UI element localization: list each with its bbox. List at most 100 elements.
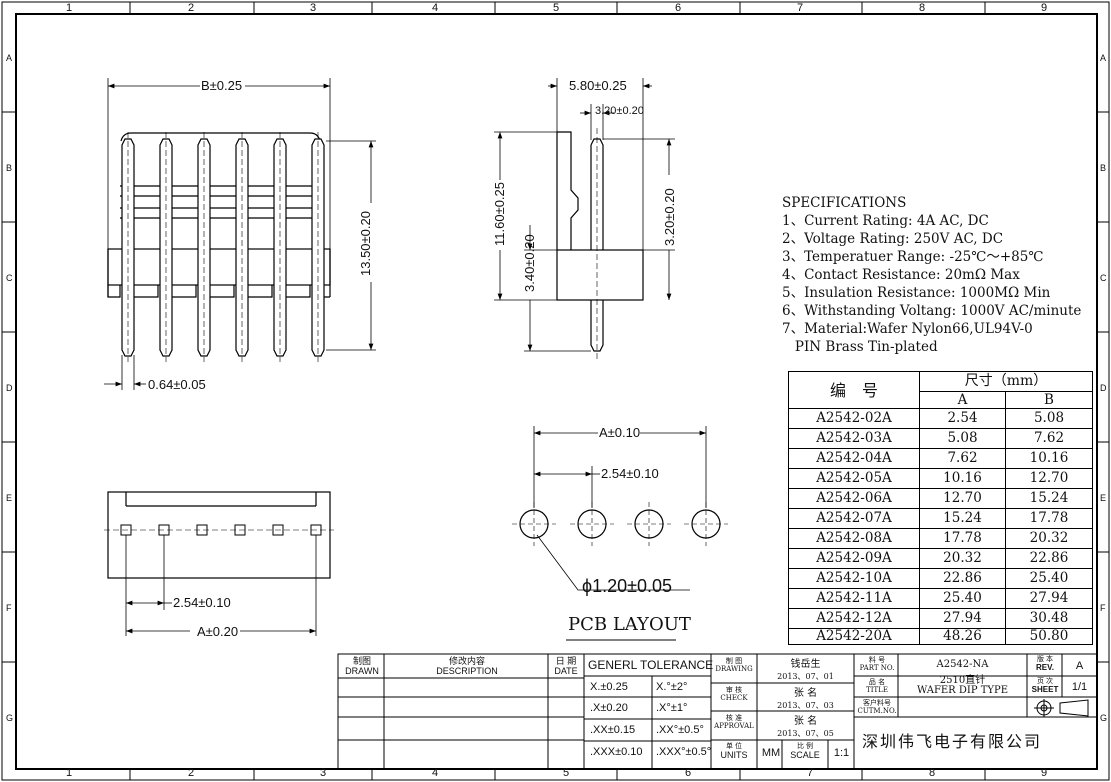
spec-line: 1、Current Rating: 4A AC, DC [782,213,989,229]
zone-col-label: 2 [188,767,195,779]
table-header-b: B [1005,391,1093,409]
sheet-en: SHEET [1031,685,1059,694]
dim-pitch-bottom: 2.54±0.10 [173,595,231,610]
zone-row-label: A [1100,53,1107,63]
pcb-dimension-lines [533,426,707,641]
zone-row-label: F [6,603,12,613]
zone-col-label: 5 [563,767,570,779]
tolerance-title: GENERL TOLERANCE [588,658,714,672]
dim-b-value: 30.48 [1005,608,1093,629]
zone-row-label: D [6,383,13,393]
title-cn: 品 名 [868,678,886,686]
dim-3-20-top: 3.20±0.20 [595,105,644,117]
scale-en: SCALE [790,750,820,760]
zone-row-label: D [1100,383,1107,393]
dim-b-value: 15.24 [1005,488,1093,509]
dim-b-value: 22.86 [1005,548,1093,569]
customer-no-en: CUTM.NO. [857,707,897,715]
scale-value: 1:1 [833,747,850,759]
part-number: A2542-07A [788,508,920,529]
dim-a-value: 5.08 [919,428,1006,449]
units-value: MM [761,747,781,759]
zone-row-label: E [6,493,13,503]
date-cn: 日 期 [555,656,577,666]
part-number: A2542-11A [788,588,920,609]
spec-line: 7、Material:Wafer Nylon66,UL94V-0 [782,321,1033,337]
table-header-size: 尺寸（mm） [919,371,1093,392]
zone-col-label: 4 [432,2,439,14]
zone-row-label: B [1100,163,1107,173]
front-pins [121,138,325,357]
spec-line: 5、Insulation Resistance: 1000MΩ Min [782,285,1051,301]
company-name: 深圳伟飞电子有限公司 [862,732,1043,751]
title-en: TITLE [866,686,888,694]
spec-line: 3、Temperatuer Range: -25℃～+85℃ [782,249,1044,265]
dim-a-bottom: A±0.20 [197,624,239,639]
zone-col-label: 8 [929,767,936,779]
pcb-centerlines [512,502,728,546]
front-dimension-lines [104,78,376,390]
zone-col-label: 8 [919,2,926,14]
zone-col-label: 6 [675,2,682,14]
zone-col-label: 7 [807,767,814,779]
tol-linear: X.±0.25 [590,681,628,693]
front-view [107,132,331,298]
units-en: UNITS [720,750,748,760]
dim-b-value: 17.78 [1005,508,1093,529]
zone-row-label: C [1100,273,1107,283]
scale-cn: 比 例 [797,743,813,750]
dim-a-value: 48.26 [919,628,1006,645]
projection-symbol [1034,699,1089,717]
side-dimension-lines [494,78,675,352]
dim-b-value: 20.32 [1005,528,1093,549]
zone-col-label: 6 [685,767,692,779]
rev-en: REV. [1036,663,1054,672]
dim-a-value: 25.40 [919,588,1006,609]
zone-row-label: G [1100,713,1108,723]
drawing-name: 钱岳生 [790,659,821,670]
spec-line: PIN Brass Tin-plated [782,339,938,355]
title-value-en: WAFER DIP TYPE [916,685,1009,696]
bottom-dimension-lines [125,535,317,636]
zone-row-label: E [1100,493,1107,503]
dim-5-80: 5.80±0.25 [569,78,627,93]
rev-value: A [1075,660,1084,672]
zone-col-label: 3 [320,767,327,779]
dim-a-value: 20.32 [919,548,1006,569]
dim-11-60: 11.60±0.25 [492,181,507,246]
zone-row-label: C [6,273,13,283]
approval-en: APPROVAL [714,722,754,730]
tol-angle: .XX°±0.5° [656,724,704,736]
drawn-en: DRAWN [345,666,379,676]
table-header-a: A [919,391,1006,409]
zone-col-label: 2 [188,2,195,14]
dim-a-value: 15.24 [919,508,1006,529]
dim-hole-dia: ϕ1.20±0.05 [582,576,673,596]
zone-col-label: 9 [1041,767,1048,779]
part-number: A2542-04A [788,448,920,469]
tol-angle: .X°±1° [656,702,688,714]
dim-a-value: 27.94 [919,608,1006,629]
check-cn: 审 核 [725,686,743,694]
sheet-value: 1/1 [1071,681,1088,693]
title-block-lines [337,653,1098,770]
drawing-en: DRAWING [715,665,753,673]
dim-b-value: 25.40 [1005,568,1093,589]
date-en: DATE [554,666,578,676]
